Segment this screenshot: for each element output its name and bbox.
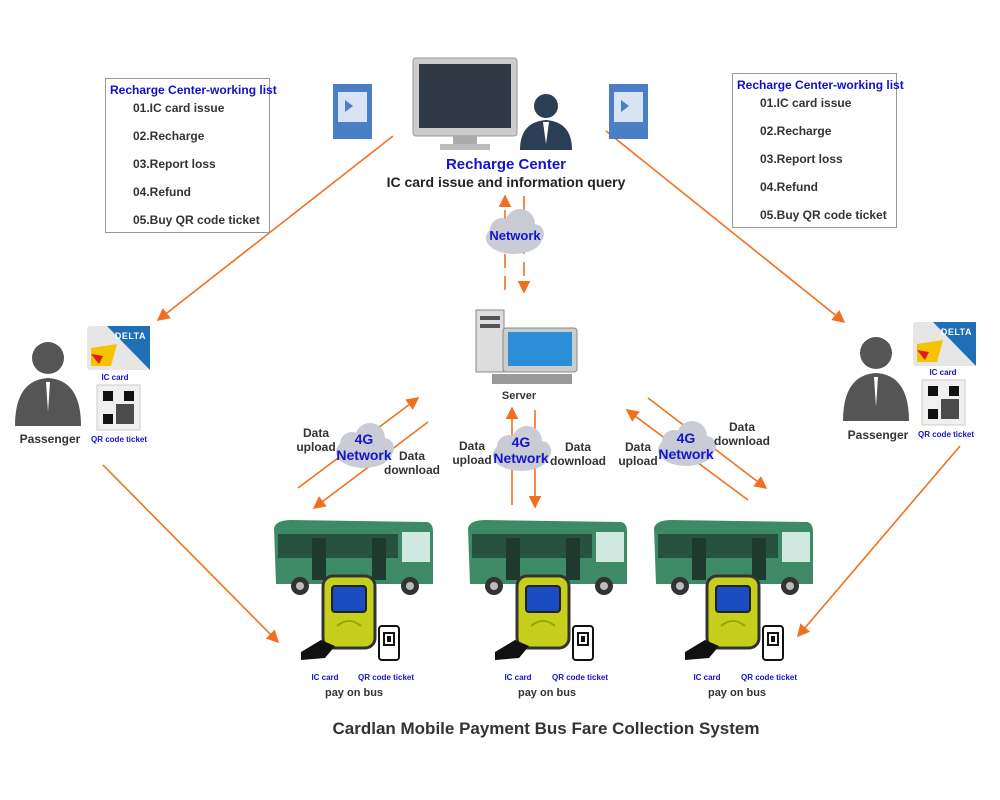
validator-icon: [299, 574, 401, 662]
ic-card-label: IC card: [311, 673, 339, 682]
card-brand-label: DELTA: [940, 327, 972, 337]
diagram-title: Cardlan Mobile Payment Bus Fare Collecti…: [332, 719, 760, 738]
card-reader-icon: [333, 84, 372, 139]
qr-ticket-label: QR code ticket: [740, 673, 798, 682]
list-item: 01.IC card issue: [760, 96, 852, 110]
operator-icon: [520, 94, 572, 150]
monitor-icon: [412, 57, 518, 150]
qr-ticket-label: QR code ticket: [917, 430, 975, 439]
pay-on-bus-label: pay on bus: [707, 687, 767, 699]
ic-card-label: IC card: [693, 673, 721, 682]
qr-ticket-label: QR code ticket: [551, 673, 609, 682]
server-label: Server: [501, 390, 537, 402]
qr-code-icon: [96, 384, 141, 431]
qr-ticket-label: QR code ticket: [90, 435, 148, 444]
working-list-left: Recharge Center-working list 01.IC card …: [105, 78, 277, 233]
network-label: Network: [489, 228, 541, 243]
card-reader-icon: [609, 84, 648, 139]
list-item: 04.Refund: [760, 180, 819, 194]
pay-on-bus-label: pay on bus: [324, 687, 384, 699]
validator-icon: [683, 574, 785, 662]
server-icon: [475, 309, 578, 384]
list-item: 03.Report loss: [133, 157, 216, 171]
list-title: Recharge Center-working list: [110, 83, 277, 97]
validator-icon: [493, 574, 595, 662]
pay-on-bus-label: pay on bus: [517, 687, 577, 699]
passenger-label: Passenger: [19, 432, 81, 446]
working-list-right: Recharge Center-working list 01.IC card …: [732, 73, 904, 228]
passenger-label: Passenger: [847, 428, 909, 442]
ic-card-label: IC card: [101, 373, 129, 382]
passenger-icon: [15, 342, 81, 426]
list-item: 03.Report loss: [760, 152, 843, 166]
passenger-icon: [843, 337, 909, 421]
card-brand-label: DELTA: [114, 331, 146, 341]
list-item: 01.IC card issue: [133, 101, 225, 115]
qr-code-icon: [921, 379, 966, 426]
list-title: Recharge Center-working list: [737, 78, 904, 92]
list-item: 05.Buy QR code ticket: [133, 213, 260, 227]
qr-ticket-label: QR code ticket: [357, 673, 415, 682]
list-item: 02.Recharge: [133, 129, 205, 143]
ic-card-label: IC card: [929, 368, 957, 377]
list-item: 05.Buy QR code ticket: [760, 208, 887, 222]
recharge-center-subtitle: IC card issue and information query: [386, 174, 626, 190]
list-item: 04.Refund: [133, 185, 192, 199]
ic-card-label: IC card: [504, 673, 532, 682]
list-item: 02.Recharge: [760, 124, 832, 138]
recharge-center-title: Recharge Center: [445, 156, 567, 173]
